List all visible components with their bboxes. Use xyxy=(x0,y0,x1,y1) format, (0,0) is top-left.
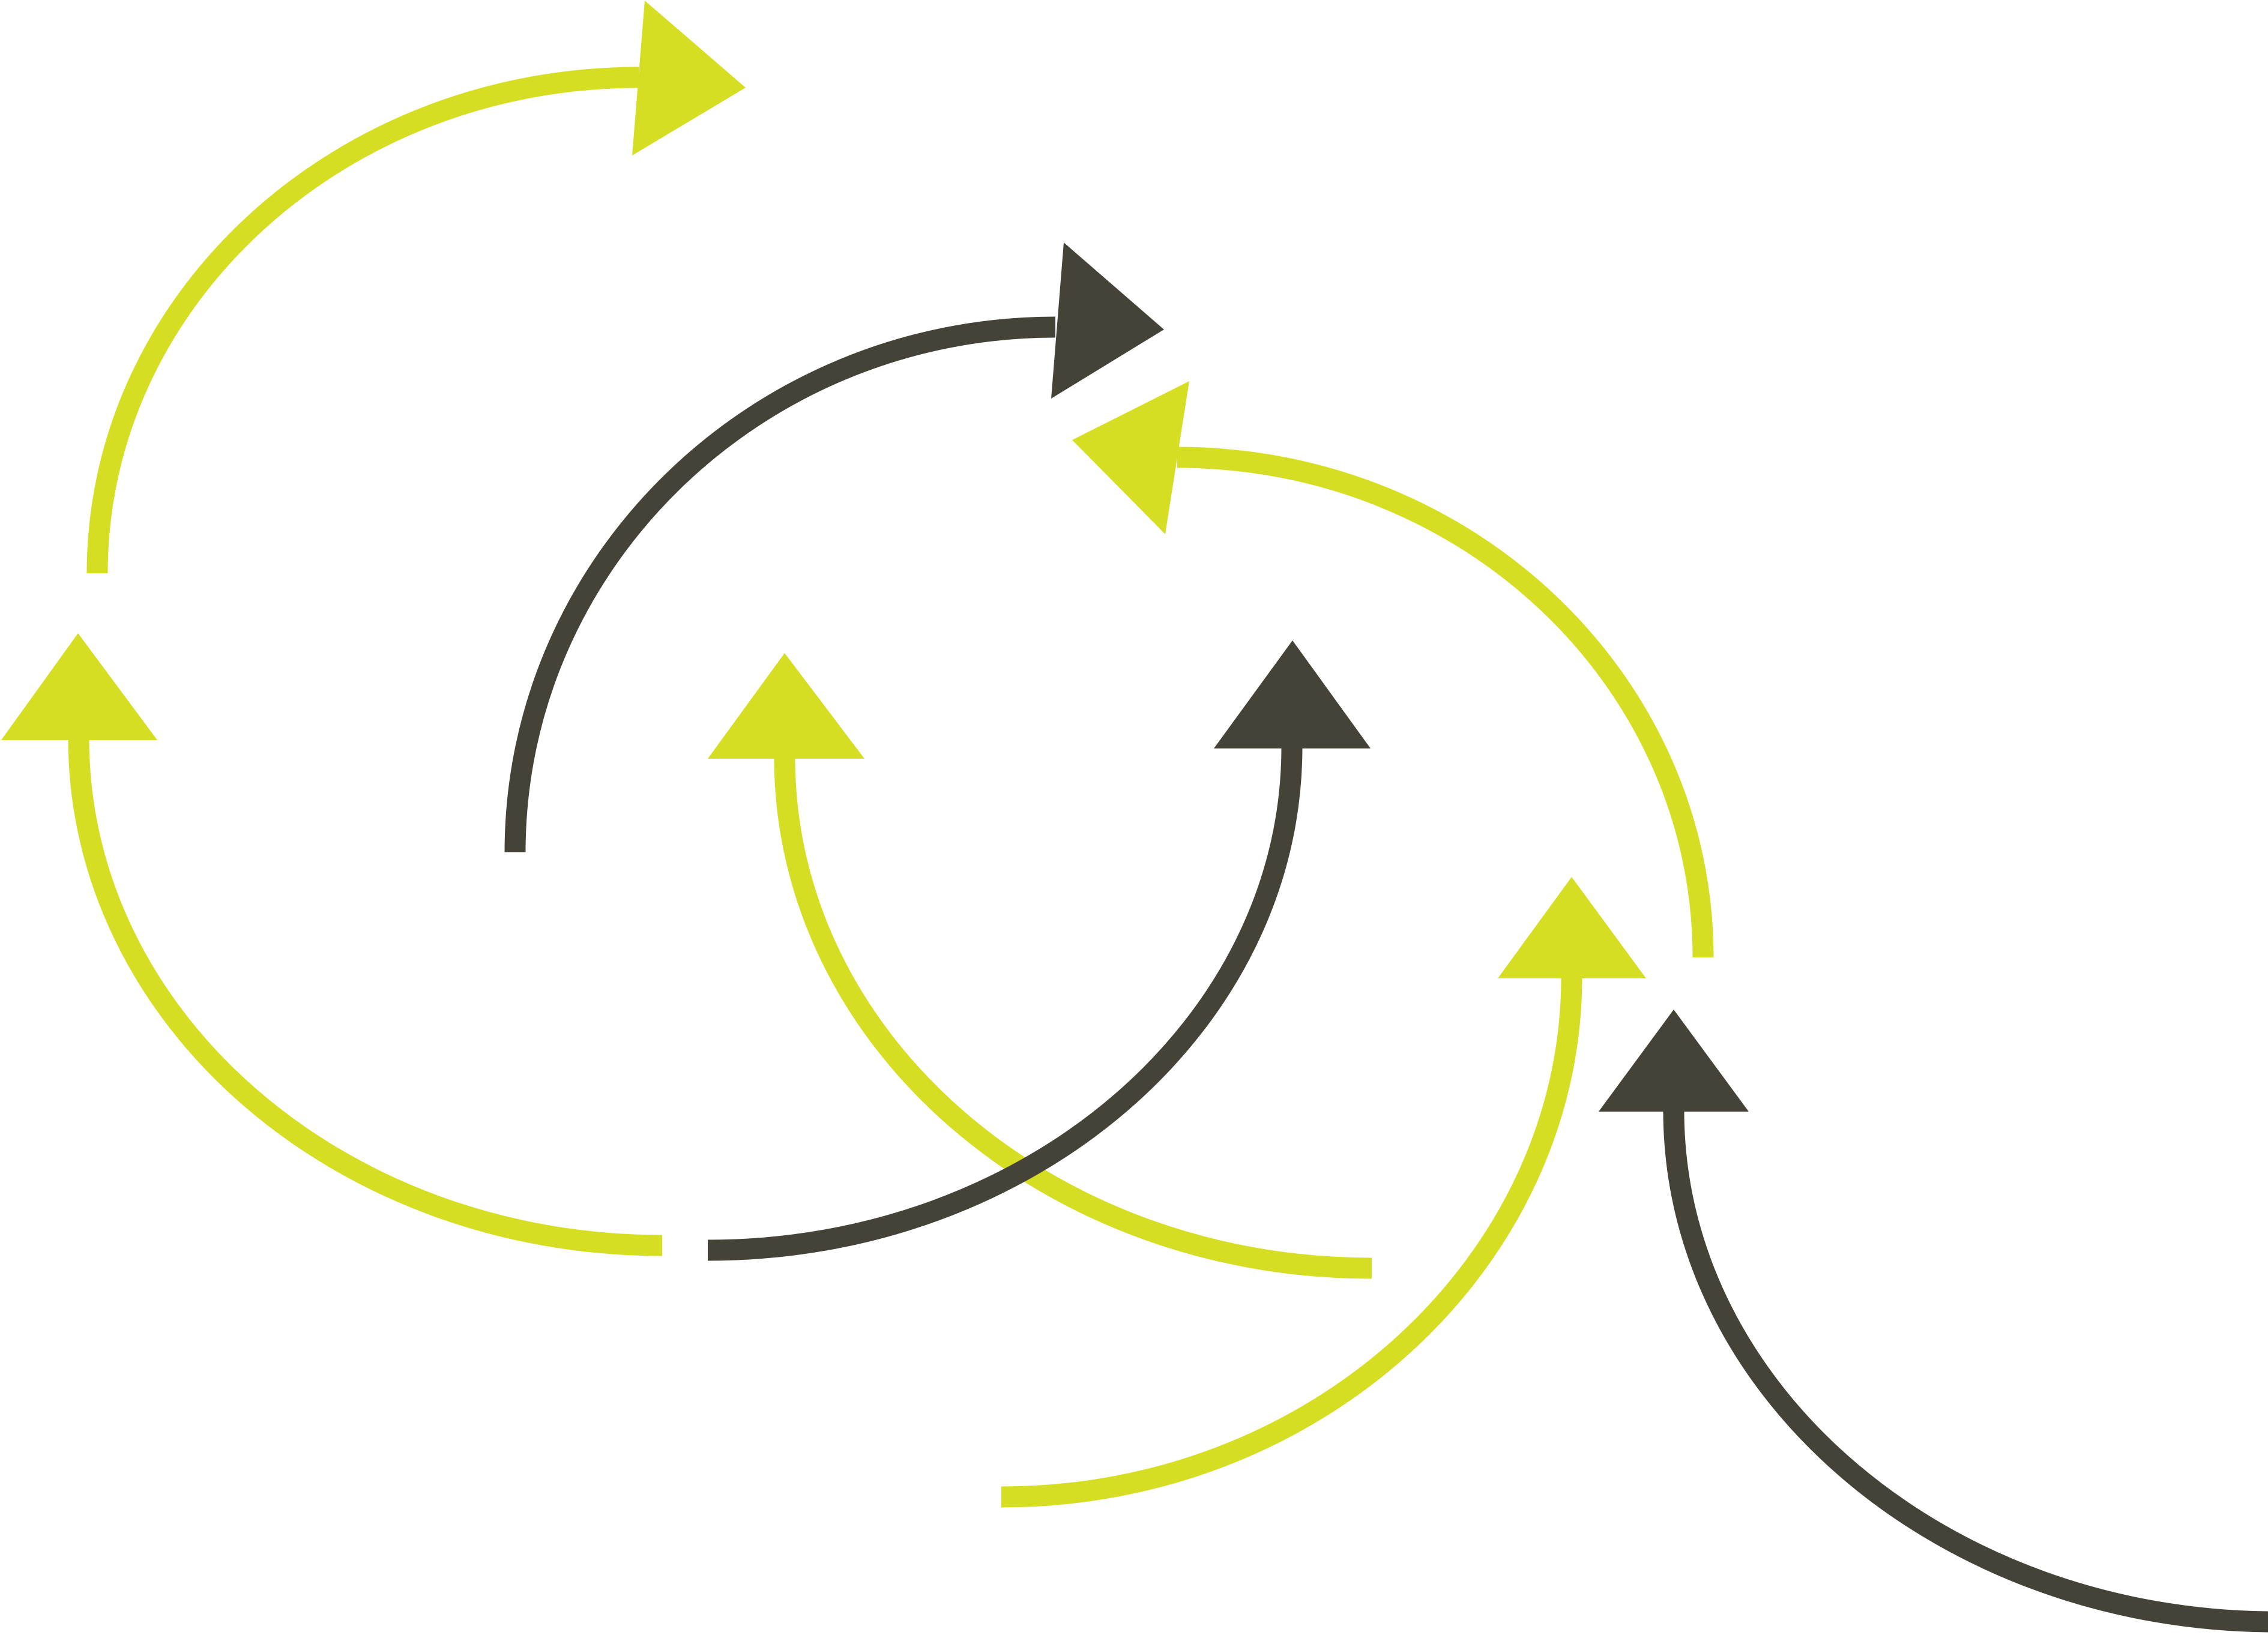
arrow-left xyxy=(1,633,663,1256)
arrow-top-left xyxy=(86,1,746,574)
arrow-right-shaft xyxy=(1177,447,1714,958)
arrow-left-head-icon xyxy=(1,633,157,740)
arrow-center-up-head-icon xyxy=(708,653,864,759)
arrow-right-up-shaft xyxy=(1001,977,1582,1508)
arrow-center xyxy=(504,242,1164,853)
arrow-far-right-up xyxy=(1599,1010,2268,1633)
arrow-top-left-shaft xyxy=(86,67,639,574)
arrow-center-head-icon xyxy=(1051,242,1164,399)
arrow-center-up-shaft xyxy=(774,757,1372,1279)
arrow-center-right-up xyxy=(707,640,1371,1261)
arrow-center-right-up-shaft xyxy=(707,747,1303,1261)
arrow-center-up xyxy=(708,653,1372,1279)
arrow-right-up xyxy=(1001,877,1646,1508)
arrow-right-up-head-icon xyxy=(1498,877,1646,978)
arrow-top-left-head-icon xyxy=(632,1,746,155)
arrow-far-right-up-shaft xyxy=(1663,1110,2268,1633)
arrow-right xyxy=(1072,381,1714,958)
arrow-right-head-icon xyxy=(1072,381,1189,534)
arrow-center-right-up-head-icon xyxy=(1214,640,1371,748)
arrow-far-right-up-head-icon xyxy=(1599,1010,1749,1112)
arrow-center-shaft xyxy=(504,316,1056,853)
arrow-left-shaft xyxy=(68,738,663,1256)
